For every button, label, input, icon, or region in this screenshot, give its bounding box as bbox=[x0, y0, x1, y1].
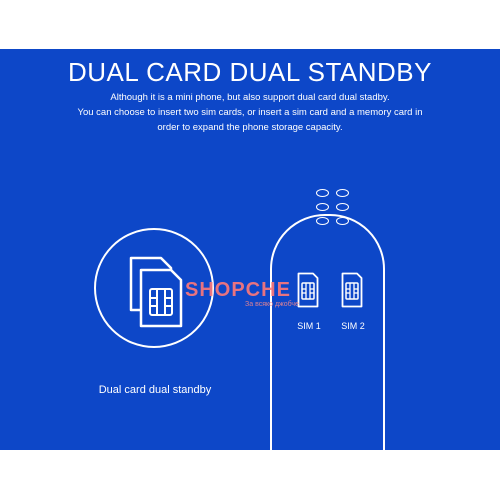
key-icon bbox=[316, 203, 329, 211]
key-icon bbox=[336, 203, 349, 211]
sim-card-icon bbox=[297, 272, 319, 308]
key-icon bbox=[316, 189, 329, 197]
key-icon bbox=[316, 217, 329, 225]
description-line: You can choose to insert two sim cards, … bbox=[77, 107, 423, 118]
dual-sim-card-icon bbox=[123, 252, 193, 328]
feature-caption: Dual card dual standby bbox=[98, 384, 212, 396]
banner-title: DUAL CARD DUAL STANDBY bbox=[68, 57, 432, 87]
dual-sim-circle bbox=[94, 228, 214, 348]
banner-description: Although it is a mini phone, but also su… bbox=[30, 90, 470, 135]
sim-slot-label: SIM 1 bbox=[297, 321, 321, 331]
sim-slot-label: SIM 2 bbox=[341, 321, 365, 331]
sim-card-icon bbox=[341, 272, 363, 308]
description-line: Although it is a mini phone, but also su… bbox=[110, 92, 390, 103]
watermark-tagline: За всяко джобче bbox=[245, 301, 299, 308]
description-line: order to expand the phone storage capaci… bbox=[157, 122, 343, 133]
product-banner: DUAL CARD DUAL STANDBY Although it is a … bbox=[0, 49, 500, 450]
key-icon bbox=[336, 189, 349, 197]
phone-outline bbox=[270, 214, 385, 450]
watermark-logo: SHOPCHE bbox=[185, 279, 291, 301]
key-icon bbox=[336, 217, 349, 225]
